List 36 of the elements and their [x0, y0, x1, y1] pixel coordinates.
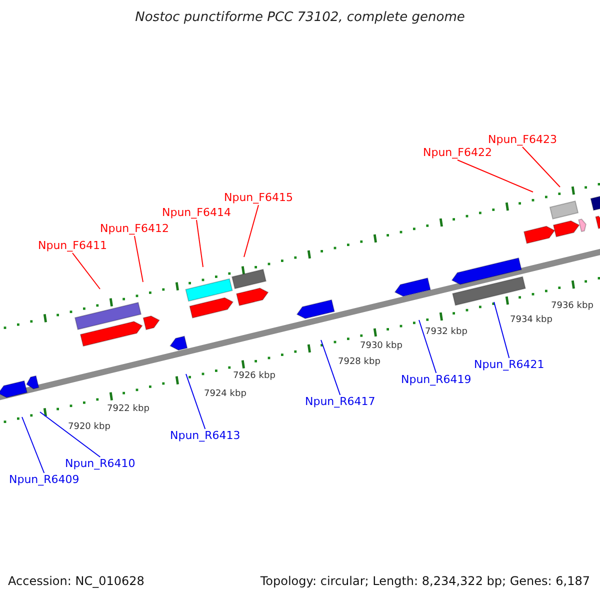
title: Nostoc punctiforme PCC 73102, complete genome: [135, 11, 465, 24]
leader-line: [134, 236, 144, 282]
footer-text: Accession: NC_010628: [8, 575, 144, 587]
gene-label: Npun_R6409: [9, 474, 80, 485]
leader-line: [457, 160, 534, 192]
leader-line: [522, 146, 560, 188]
leader-line: [72, 252, 100, 290]
tick-label: 7926 kbp: [233, 372, 276, 381]
gene-label: Npun_R6417: [305, 396, 376, 407]
leader-line: [196, 220, 204, 268]
leader-line: [320, 340, 341, 396]
gene-label: Npun_F6414: [162, 207, 231, 218]
gene-label: Npun_R6410: [65, 458, 136, 469]
leader-line: [494, 302, 510, 358]
tick-label: 7934 kbp: [510, 316, 552, 325]
gene-label: Npun_F6423: [488, 134, 557, 145]
gene-label: Npun_R6419: [401, 374, 472, 385]
footer-text: Topology: circular; Length: 8,234,322 bp; Genes: 6,187: [260, 575, 590, 587]
leader-line: [40, 412, 101, 458]
gene-label: Npun_F6422: [423, 147, 492, 158]
leader-line: [244, 204, 259, 258]
tick-label: 7930 kbp: [360, 342, 402, 351]
tick-label: 7932 kbp: [425, 328, 468, 337]
gene-label: Npun_F6412: [100, 223, 169, 234]
leader-line: [22, 416, 45, 474]
tick-label: 7920 kbp: [68, 423, 110, 432]
tick-label: 7928 kbp: [338, 358, 380, 367]
leader-line: [418, 320, 437, 374]
tick-label: 7924 kbp: [204, 390, 246, 399]
gene-label: Npun_F6411: [38, 240, 107, 251]
tick-label: 7936 kbp: [551, 302, 594, 311]
gene-label: Npun_F6415: [224, 192, 293, 203]
gene-label: Npun_R6413: [170, 430, 240, 441]
leader-line: [186, 374, 206, 430]
gene-label: Npun_R6421: [474, 359, 544, 370]
tick-label: 7922 kbp: [107, 405, 150, 414]
